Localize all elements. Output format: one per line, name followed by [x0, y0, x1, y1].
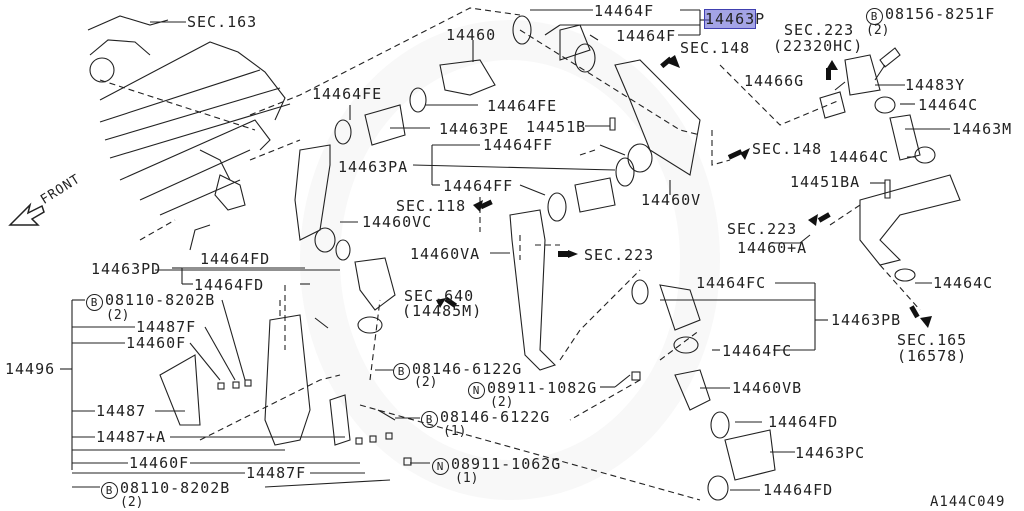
bolt-symbol-icon: B — [101, 482, 118, 499]
part-14483Y[interactable]: 14483Y — [905, 76, 966, 94]
part-14463P-highlighted[interactable]: 14463P — [703, 9, 766, 29]
part-14460F-upper[interactable]: 14460F — [126, 334, 187, 352]
fastener-qty: (2) — [106, 308, 130, 323]
part-14464FD-lower-left[interactable]: 14464FD — [194, 276, 265, 294]
part-14451B[interactable]: 14451B — [526, 118, 587, 136]
fastener-qty: (1) — [455, 471, 479, 486]
front-arrow-icon — [8, 202, 45, 226]
part-14451BA[interactable]: 14451BA — [790, 173, 861, 191]
fastener-qty: (2) — [866, 23, 890, 38]
section-ref-640[interactable]: SEC.640 — [404, 287, 475, 305]
part-14463M[interactable]: 14463M — [952, 120, 1013, 138]
fastener-qty: (2) — [414, 375, 438, 390]
part-14460VB[interactable]: 14460VB — [732, 379, 803, 397]
part-14460[interactable]: 14460 — [446, 26, 497, 44]
hose-clamps — [159, 15, 961, 501]
section-ref-165-sub: (16578) — [897, 347, 968, 365]
part-14496[interactable]: 14496 — [5, 360, 56, 378]
part-14487F-lower[interactable]: 14487F — [246, 464, 307, 482]
part-14464FD-right-upper[interactable]: 14464FD — [768, 413, 839, 431]
part-14460-plus-A[interactable]: 14460+A — [737, 239, 808, 257]
section-ref-165[interactable]: SEC.165 — [897, 331, 968, 349]
part-14463PC[interactable]: 14463PC — [795, 444, 866, 462]
part-14464FF-lower[interactable]: 14464FF — [443, 177, 514, 195]
section-ref-223-center[interactable]: SEC.223 — [584, 246, 655, 264]
fastener-qty: (2) — [490, 395, 514, 410]
part-14464FC-upper[interactable]: 14464FC — [696, 274, 767, 292]
bolts — [217, 47, 901, 466]
nut-symbol-icon: N — [432, 458, 449, 475]
figure-id: A144C049 — [930, 494, 1006, 510]
part-14460VA[interactable]: 14460VA — [410, 245, 481, 263]
highlight-box: 14463 — [703, 9, 757, 29]
part-14460VC[interactable]: 14460VC — [362, 213, 433, 231]
part-14464FD-right-lower[interactable]: 14464FD — [763, 481, 834, 499]
engine-block-drawing — [87, 15, 291, 251]
section-ref-148-mid[interactable]: SEC.148 — [752, 140, 823, 158]
section-ref-223-top-sub: (22320HC) — [773, 37, 864, 55]
section-ref-223-right[interactable]: SEC.223 — [727, 220, 798, 238]
section-ref-148-top[interactable]: SEC.148 — [680, 39, 751, 57]
part-14464FE-right[interactable]: 14464FE — [487, 97, 558, 115]
part-14464FF-upper[interactable]: 14464FF — [483, 136, 554, 154]
part-14464F-lower[interactable]: 14464F — [616, 27, 677, 45]
part-14460F-lower[interactable]: 14460F — [129, 454, 190, 472]
bolt-symbol-icon: B — [86, 294, 103, 311]
part-14463PD[interactable]: 14463PD — [91, 260, 162, 278]
part-14464C-upper[interactable]: 14464C — [918, 96, 979, 114]
part-14464F-upper[interactable]: 14464F — [594, 2, 655, 20]
part-14487-plus-A[interactable]: 14487+A — [96, 428, 167, 446]
section-ref-118[interactable]: SEC.118 — [396, 197, 467, 215]
part-14466G[interactable]: 14466G — [744, 72, 805, 90]
part-suffix: P — [755, 10, 766, 28]
part-14463PB[interactable]: 14463PB — [831, 311, 902, 329]
part-14464FC-lower[interactable]: 14464FC — [722, 342, 793, 360]
bolt-symbol-icon: B — [866, 8, 883, 25]
part-14464C-middle[interactable]: 14464C — [829, 148, 890, 166]
direction-arrows — [436, 55, 932, 328]
part-14460V[interactable]: 14460V — [641, 191, 702, 209]
part-14463PE[interactable]: 14463PE — [439, 120, 510, 138]
nut-symbol-icon: N — [468, 382, 485, 399]
part-14464FD-upper-left[interactable]: 14464FD — [200, 250, 271, 268]
fastener-qty: (1) — [443, 424, 467, 439]
part-14487[interactable]: 14487 — [96, 402, 147, 420]
part-14464FE-left[interactable]: 14464FE — [312, 85, 383, 103]
part-14464C-lower[interactable]: 14464C — [933, 274, 994, 292]
part-14463PA[interactable]: 14463PA — [338, 158, 409, 176]
bolt-symbol-icon: B — [421, 411, 438, 428]
part-14487F-upper[interactable]: 14487F — [136, 318, 197, 336]
section-ref-640-sub: (14485M) — [402, 302, 483, 320]
leader-lines — [60, 9, 950, 491]
bolt-symbol-icon: B — [393, 363, 410, 380]
fastener-qty: (2) — [120, 495, 144, 510]
section-ref-223-top[interactable]: SEC.223 — [784, 21, 855, 39]
section-ref-163[interactable]: SEC.163 — [187, 13, 258, 31]
